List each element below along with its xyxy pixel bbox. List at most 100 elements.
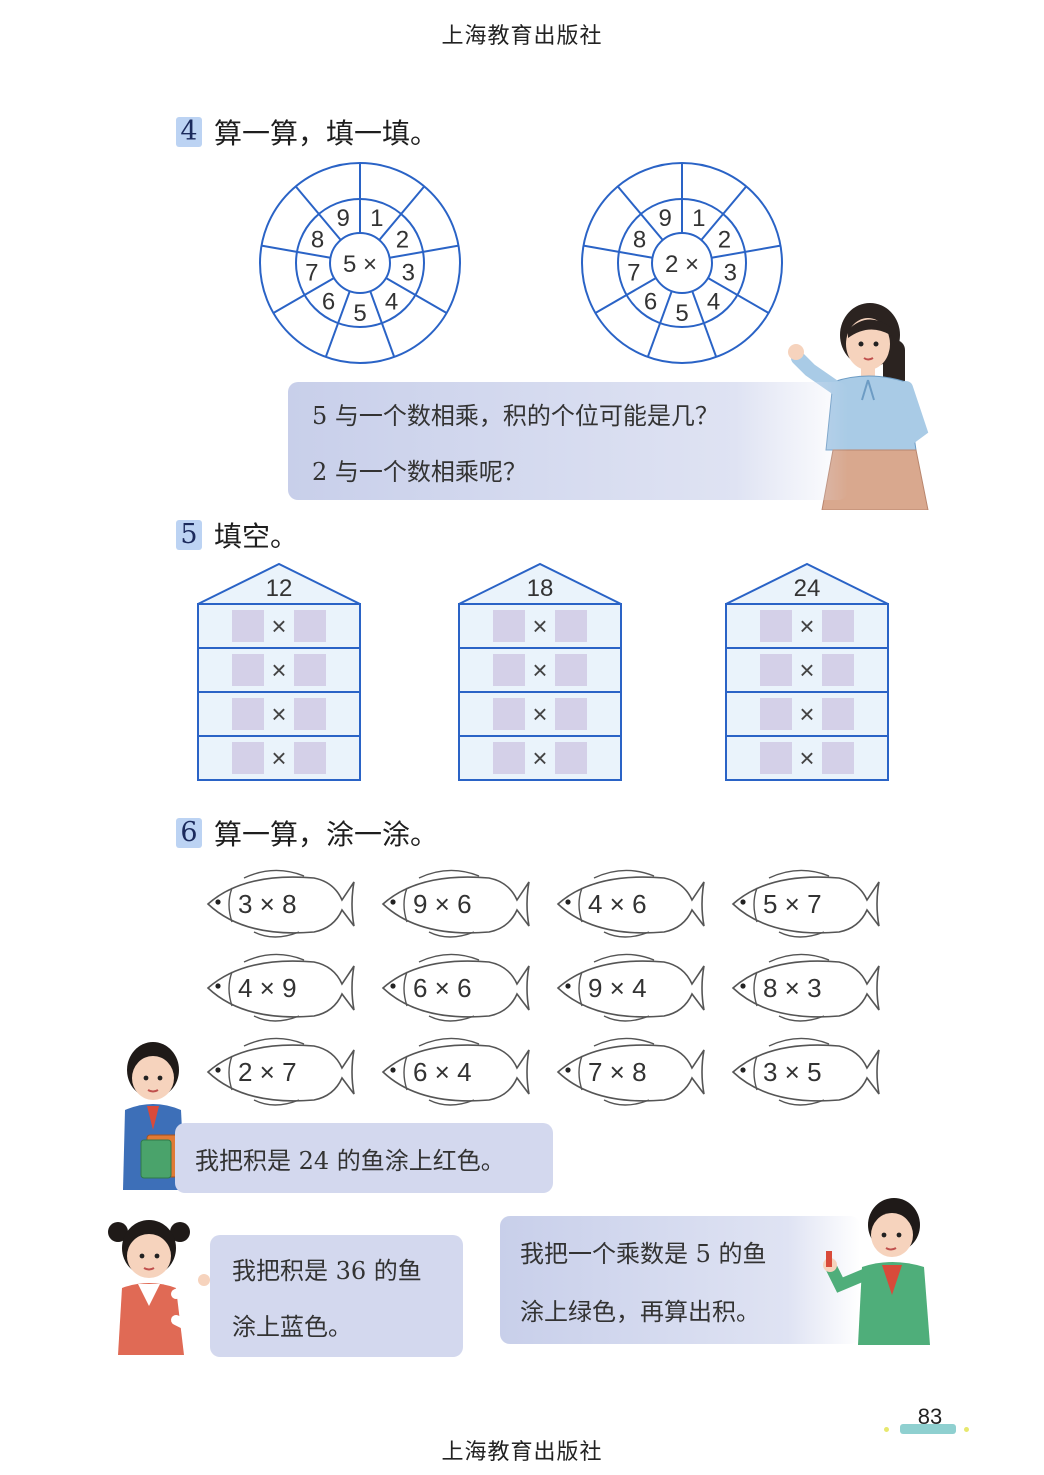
- fish[interactable]: 6 × 4: [381, 1037, 530, 1106]
- fish-eye: [215, 899, 221, 905]
- publisher-footer: 上海教育出版社: [441, 1440, 603, 1465]
- house-row: [197, 603, 361, 649]
- house-roof-number: 24: [794, 575, 821, 602]
- fish-fin: [593, 869, 655, 879]
- fish-eye: [740, 983, 746, 989]
- fish-eye: [215, 983, 221, 989]
- answer-box[interactable]: [555, 610, 587, 642]
- answer-box[interactable]: [294, 610, 326, 642]
- times-sign: ×: [532, 655, 547, 685]
- fish-fin: [253, 1015, 300, 1022]
- answer-box[interactable]: [232, 742, 264, 774]
- teacher-illustration: [788, 303, 929, 510]
- boy2-speech-bubble: 我把一个乘数是 5 的鱼 涂上绿色，再算出积。: [500, 1216, 860, 1344]
- fish-expression: 5 × 7: [763, 889, 822, 919]
- fish[interactable]: 3 × 8: [206, 869, 355, 938]
- fish-outline: [556, 876, 705, 934]
- fish[interactable]: 6 × 6: [381, 953, 530, 1022]
- fish-gill: [753, 1055, 758, 1091]
- wheel-spoke: [272, 277, 335, 314]
- fish-fin: [428, 1015, 475, 1022]
- answer-box[interactable]: [555, 742, 587, 774]
- wheel-spoke: [261, 244, 331, 259]
- exercise-number: 6: [176, 818, 202, 848]
- wheel-ring-number: 3: [724, 260, 737, 287]
- answer-box[interactable]: [294, 742, 326, 774]
- wheel-ring-number: 4: [707, 289, 720, 316]
- fish-eye: [390, 983, 396, 989]
- answer-box[interactable]: [760, 610, 792, 642]
- wheel-spoke: [583, 244, 653, 259]
- answer-box[interactable]: [294, 698, 326, 730]
- number-house-1: 12××××: [197, 562, 361, 781]
- answer-box[interactable]: [760, 742, 792, 774]
- wheel-ring-number: 6: [322, 289, 335, 316]
- house-row: [458, 647, 622, 693]
- boy-with-book-illustration: [123, 1042, 185, 1190]
- answer-box[interactable]: [822, 742, 854, 774]
- fish-outline: [206, 876, 355, 934]
- fish[interactable]: 4 × 9: [206, 953, 355, 1022]
- fish-fin: [768, 1037, 830, 1047]
- answer-box[interactable]: [232, 610, 264, 642]
- fish-fin: [428, 1099, 475, 1106]
- exercise-4-title: 4 算一算，填一填。: [176, 112, 438, 152]
- wheel-spoke: [594, 277, 657, 314]
- fish[interactable]: 9 × 4: [556, 953, 705, 1022]
- fish-gill: [403, 971, 408, 1007]
- wheel-ring-number: 3: [402, 260, 415, 287]
- fish-fin: [593, 953, 655, 963]
- answer-box[interactable]: [555, 654, 587, 686]
- fish-expression: 3 × 5: [763, 1057, 822, 1087]
- fish[interactable]: 4 × 6: [556, 869, 705, 938]
- answer-box[interactable]: [822, 698, 854, 730]
- girl-speech-line-2: 涂上蓝色。: [232, 1313, 352, 1341]
- fish-grid: 3 × 8 9 × 6 4 × 6 5 × 7 4 × 9 6 × 6 9 × 4 8 × 3…: [206, 869, 880, 1106]
- fish[interactable]: 9 × 6: [381, 869, 530, 938]
- fish-eye: [565, 983, 571, 989]
- fish-gill: [228, 1055, 233, 1091]
- fish-outline: [556, 960, 705, 1018]
- answer-box[interactable]: [760, 654, 792, 686]
- number-house-2: 18××××: [458, 562, 622, 781]
- fish[interactable]: 3 × 5: [731, 1037, 880, 1106]
- wheel-ring-number: 7: [627, 260, 640, 287]
- fish-expression: 2 × 7: [238, 1057, 297, 1087]
- wheel-ring-number: 7: [305, 260, 318, 287]
- answer-box[interactable]: [294, 654, 326, 686]
- wheel-spoke: [385, 277, 448, 314]
- answer-box[interactable]: [493, 654, 525, 686]
- times-sign: ×: [271, 743, 286, 773]
- answer-box[interactable]: [232, 698, 264, 730]
- answer-box[interactable]: [493, 742, 525, 774]
- girl-speech-line-1: 我把积是 36 的鱼: [232, 1257, 422, 1285]
- answer-box[interactable]: [232, 654, 264, 686]
- fish-fin: [243, 1037, 305, 1047]
- fish-outline: [556, 1044, 705, 1102]
- fish-fin: [418, 1037, 480, 1047]
- answer-box[interactable]: [822, 610, 854, 642]
- fish-expression: 9 × 6: [413, 889, 472, 919]
- answer-box[interactable]: [493, 698, 525, 730]
- fish-expression: 4 × 9: [238, 973, 297, 1003]
- wheel-spoke: [324, 290, 351, 358]
- fish[interactable]: 7 × 8: [556, 1037, 705, 1106]
- answer-box[interactable]: [760, 698, 792, 730]
- answer-box[interactable]: [555, 698, 587, 730]
- times-sign: ×: [799, 611, 814, 641]
- answer-box[interactable]: [822, 654, 854, 686]
- answer-box[interactable]: [493, 610, 525, 642]
- fish[interactable]: 8 × 3: [731, 953, 880, 1022]
- times-sign: ×: [799, 743, 814, 773]
- fish[interactable]: 5 × 7: [731, 869, 880, 938]
- wheel-ring-number: 9: [659, 205, 672, 232]
- fish[interactable]: 2 × 7: [206, 1037, 355, 1106]
- boy-speech-text: 我把积是 24 的鱼涂上红色。: [195, 1147, 505, 1175]
- boy-with-crayon-illustration: [823, 1198, 930, 1345]
- fish-fin: [603, 1099, 650, 1106]
- fish-outline: [381, 876, 530, 934]
- exercise-number: 5: [176, 520, 202, 550]
- exercise-6-title: 6 算一算，涂一涂。: [176, 813, 438, 853]
- house-row: [458, 691, 622, 737]
